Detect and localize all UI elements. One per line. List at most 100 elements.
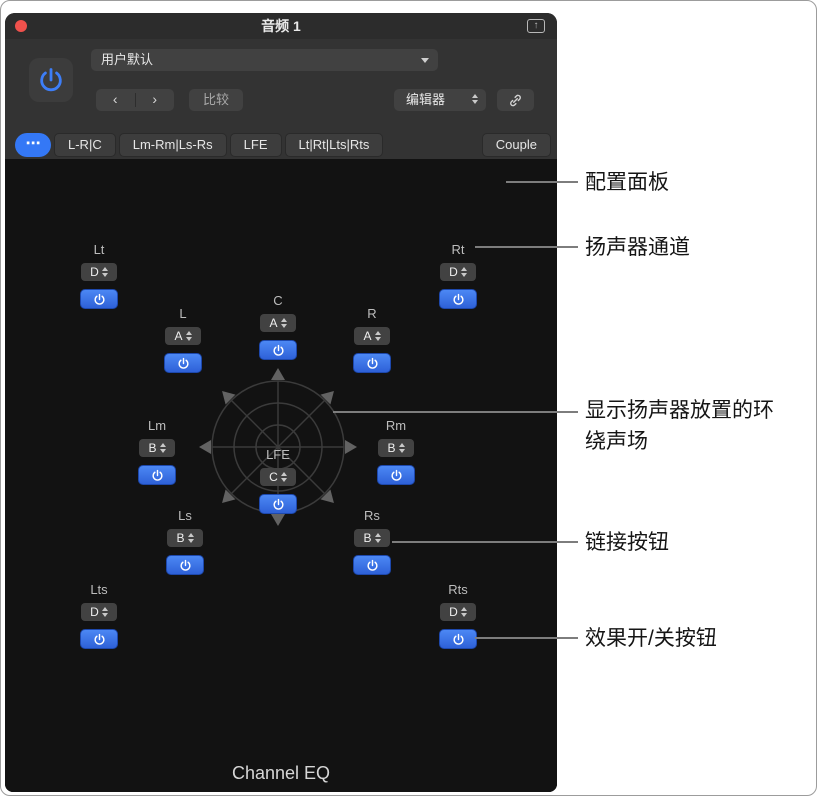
updown-chevrons-icon	[398, 443, 405, 453]
open-in-window-icon[interactable]: ↑	[527, 19, 545, 33]
updown-chevrons-icon	[185, 331, 192, 341]
power-icon	[273, 498, 283, 510]
speaker-group-value: B	[363, 531, 372, 545]
updown-chevrons-icon	[159, 443, 166, 453]
callout-config-panel: 配置面板	[585, 171, 669, 194]
speaker-group-select[interactable]: D	[440, 263, 476, 281]
plugin-power-button[interactable]	[29, 58, 73, 102]
speaker-power-button[interactable]	[259, 340, 297, 360]
speaker-power-button[interactable]	[166, 555, 204, 575]
speaker-group-value: B	[387, 441, 396, 455]
callout-line	[506, 181, 578, 183]
speaker-group-value: B	[148, 441, 157, 455]
updown-chevrons-icon	[472, 94, 478, 104]
speaker-group-value: D	[449, 605, 458, 619]
power-icon	[391, 469, 401, 481]
close-button[interactable]	[15, 20, 27, 32]
preset-nav: ‹ ›	[96, 89, 174, 111]
updown-chevrons-icon	[280, 472, 287, 482]
tab-lm-rm-ls-rs[interactable]: Lm-Rm|Ls-Rs	[118, 133, 227, 157]
window-title: 音频 1	[261, 18, 301, 34]
power-icon	[94, 293, 104, 305]
callout-line	[475, 246, 578, 248]
speaker-power-button[interactable]	[439, 289, 477, 309]
speaker-group-value: A	[269, 316, 278, 330]
speaker-channel-label: Rt	[451, 242, 465, 257]
speaker-power-button[interactable]	[353, 555, 391, 575]
next-preset-button[interactable]: ›	[152, 91, 158, 107]
speaker-channel-label: L	[179, 306, 187, 321]
callout-surround-field: 显示扬声器放置的环绕声场	[585, 399, 774, 453]
speaker-group-select[interactable]: B	[378, 439, 414, 457]
updown-chevrons-icon	[280, 318, 287, 328]
callout-line	[392, 541, 578, 543]
speaker-group-value: D	[90, 605, 99, 619]
speaker-power-button[interactable]	[138, 465, 176, 485]
callout-effect-onoff-button: 效果开/关按钮	[585, 627, 717, 650]
callout-speaker-channel: 扬声器通道	[585, 236, 690, 259]
speaker-group-select[interactable]: D	[81, 263, 117, 281]
editor-label: 编辑器	[406, 92, 446, 107]
titlebar: 音频 1 ↑	[5, 13, 557, 39]
tab-couple[interactable]: Couple	[481, 133, 551, 157]
speaker-rt: Rt D	[426, 242, 490, 309]
plugin-name-label: Channel EQ	[231, 763, 331, 783]
speaker-channel-label: Rm	[385, 418, 407, 433]
speaker-channel-label: Lm	[147, 418, 167, 433]
chain-link-icon	[510, 94, 521, 106]
speaker-channel-label: Rs	[364, 508, 380, 523]
speaker-lts: Lts D	[67, 582, 131, 649]
speaker-power-button[interactable]	[353, 353, 391, 373]
power-icon	[453, 633, 463, 645]
chevron-down-icon	[421, 58, 429, 63]
editor-dropdown[interactable]: 编辑器	[394, 89, 486, 111]
speaker-group-select[interactable]: A	[165, 327, 201, 345]
speaker-group-value: A	[174, 329, 183, 343]
speaker-group-select[interactable]: A	[354, 327, 390, 345]
updown-chevrons-icon	[460, 267, 467, 277]
speaker-channel-label: C	[273, 293, 283, 308]
speaker-power-button[interactable]	[439, 629, 477, 649]
speaker-group-select[interactable]: B	[139, 439, 175, 457]
tab-overflow[interactable]: ⋯	[15, 133, 51, 157]
speaker-power-button[interactable]	[259, 494, 297, 514]
speaker-group-select[interactable]: D	[81, 603, 117, 621]
link-button[interactable]	[497, 89, 534, 111]
speaker-group-select[interactable]: D	[440, 603, 476, 621]
speaker-power-button[interactable]	[80, 629, 118, 649]
speaker-rm: Rm B	[364, 418, 428, 485]
speaker-power-button[interactable]	[164, 353, 202, 373]
updown-chevrons-icon	[460, 607, 467, 617]
power-icon	[40, 68, 62, 92]
tab-lr-c[interactable]: L-R|C	[54, 133, 116, 157]
power-icon	[273, 344, 283, 356]
speaker-channel-label: Lts	[90, 582, 108, 597]
power-icon	[180, 559, 190, 571]
speaker-channel-label: Ls	[178, 508, 192, 523]
speaker-power-button[interactable]	[80, 289, 118, 309]
speaker-rts: Rts D	[426, 582, 490, 649]
speaker-group-value: D	[449, 265, 458, 279]
speaker-rs: Rs B	[340, 508, 404, 575]
speaker-channel-label: LFE	[266, 447, 290, 462]
compare-button[interactable]: 比较	[189, 89, 243, 111]
speaker-group-select[interactable]: C	[260, 468, 296, 486]
speaker-group-select[interactable]: B	[167, 529, 203, 547]
updown-chevrons-icon	[374, 533, 381, 543]
speaker-channel-label: Lt	[93, 242, 105, 257]
tab-lt-rt-lts-rts[interactable]: Lt|Rt|Lts|Rts	[284, 133, 384, 157]
speaker-ls: Ls B	[153, 508, 217, 575]
speaker-group-select[interactable]: A	[260, 314, 296, 332]
ellipsis-icon: ⋯	[25, 135, 41, 152]
power-icon	[94, 633, 104, 645]
speaker-group-select[interactable]: B	[354, 529, 390, 547]
speaker-channel-label: Rts	[448, 582, 468, 597]
speaker-position-icons	[199, 368, 357, 526]
previous-preset-button[interactable]: ‹	[112, 91, 118, 107]
preset-dropdown[interactable]: 用户默认	[91, 49, 438, 71]
tab-lfe[interactable]: LFE	[229, 133, 282, 157]
speaker-lfe: LFE C	[246, 447, 310, 514]
plugin-window: 音频 1 ↑ 用户默认 ‹ › 比较 编辑器	[5, 13, 557, 792]
speaker-power-button[interactable]	[377, 465, 415, 485]
